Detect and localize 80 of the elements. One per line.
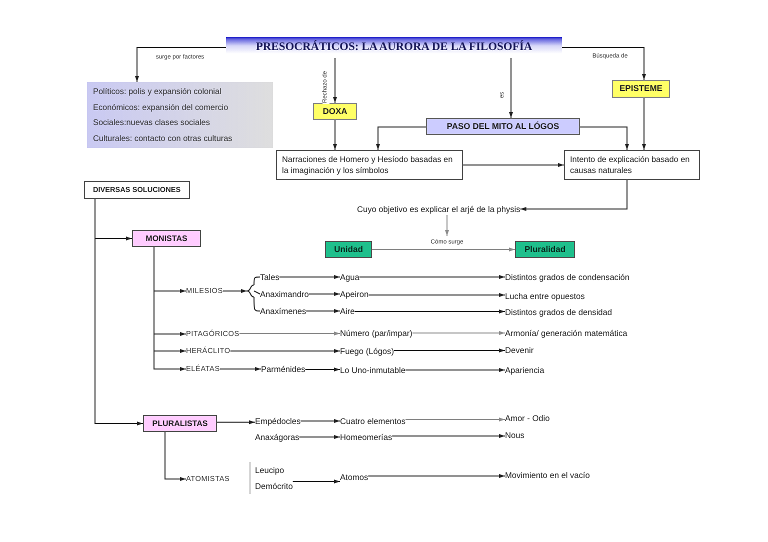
term-label: Atomos bbox=[340, 471, 368, 483]
arrow bbox=[308, 292, 340, 296]
factor-text: Económicos: expansión del comercio bbox=[93, 102, 230, 114]
arrow bbox=[278, 275, 340, 279]
term-label: Fuego (Lógos) bbox=[340, 345, 394, 357]
factor-text: Políticos: polis y expansión colonial bbox=[93, 86, 222, 98]
term-label: Anaximandro bbox=[260, 288, 309, 300]
arrow bbox=[462, 163, 564, 167]
term-label: Demócrito bbox=[255, 480, 293, 492]
concept-box: EPISTEME bbox=[612, 80, 670, 98]
term-label: Movimiento en el vacío bbox=[505, 469, 590, 481]
term-label: Lucha entre opuestos bbox=[505, 290, 585, 302]
term-label: Apeiron bbox=[340, 288, 369, 300]
term-label: Apariencia bbox=[505, 364, 544, 376]
arrow bbox=[219, 367, 262, 371]
description-box: Narraciones de Homero y Hesíodo basadas en la imaginación y los símbolos bbox=[276, 150, 463, 180]
term-label: Nous bbox=[505, 429, 524, 441]
arrow bbox=[392, 434, 506, 438]
arrow bbox=[562, 47, 646, 80]
term-label: Amor - Odio bbox=[505, 412, 550, 424]
term-label: Aire bbox=[340, 305, 355, 317]
arrow bbox=[216, 420, 256, 424]
term-label: Parménides bbox=[261, 363, 306, 375]
arrow bbox=[405, 368, 506, 372]
factors-panel bbox=[87, 82, 273, 148]
term-label: Agua bbox=[340, 271, 360, 283]
arrow bbox=[520, 180, 628, 211]
category-box: PLURALISTAS bbox=[143, 415, 217, 432]
arrow bbox=[368, 293, 506, 297]
arrow bbox=[412, 331, 506, 335]
arrow bbox=[642, 98, 646, 150]
concept-box: Pluralidad bbox=[515, 241, 575, 258]
connector-line bbox=[254, 276, 260, 286]
term-label: Cuyo objetivo es explicar el arjé de la physis bbox=[357, 203, 520, 215]
arrow bbox=[94, 198, 144, 426]
term-label: Homeomerías bbox=[340, 431, 392, 443]
concept-box: Unidad bbox=[325, 241, 372, 258]
arrow bbox=[405, 418, 506, 422]
term-label: Distintos grados de densidad bbox=[505, 306, 612, 318]
arrow bbox=[304, 368, 340, 372]
concept-box: PASO DEL MITO AL LÓGOS bbox=[426, 118, 580, 135]
curly-brace bbox=[247, 285, 254, 297]
concept-box: DOXA bbox=[313, 103, 357, 120]
arrow bbox=[376, 126, 426, 150]
arrow bbox=[580, 126, 629, 150]
factor-text: Culturales: contacto con otras culturas bbox=[93, 132, 234, 144]
arrow bbox=[354, 310, 506, 314]
arrow bbox=[238, 332, 340, 336]
term-label: Armonía/ generación matemática bbox=[505, 327, 628, 339]
term-label: Leucipo bbox=[255, 464, 284, 476]
arrow bbox=[135, 47, 226, 82]
category-box: MONISTAS bbox=[132, 230, 201, 247]
arrow bbox=[298, 435, 340, 439]
term-label: Tales bbox=[260, 271, 280, 283]
arrow bbox=[372, 248, 516, 252]
connector-line bbox=[254, 296, 260, 312]
arrow bbox=[358, 275, 506, 279]
arrow bbox=[445, 214, 449, 236]
term-label: Devenir bbox=[505, 344, 534, 356]
arrow bbox=[222, 289, 248, 293]
connector-line bbox=[254, 290, 260, 294]
arrow bbox=[292, 480, 340, 484]
term-label: Anaxímenes bbox=[260, 305, 306, 317]
arrow bbox=[509, 58, 513, 118]
term-label: Empédocles bbox=[255, 415, 301, 427]
factor-text: Sociales:nuevas clases sociales bbox=[93, 117, 211, 129]
description-box: Intento de explicación basado en causas naturales bbox=[564, 150, 700, 180]
term-label: Distintos grados de condensación bbox=[505, 271, 630, 283]
term-label: Cuatro elementos bbox=[340, 415, 406, 427]
term-label: Lo Uno-inmutable bbox=[340, 364, 406, 376]
arrow bbox=[306, 309, 340, 313]
arrow bbox=[333, 120, 337, 150]
arrow bbox=[393, 348, 506, 352]
arrow bbox=[368, 474, 506, 478]
term-label: Anaxágoras bbox=[255, 431, 300, 443]
arrow bbox=[230, 349, 340, 353]
term-label: Número (par/impar) bbox=[340, 327, 412, 339]
arrow bbox=[300, 419, 340, 423]
arrow bbox=[333, 58, 337, 104]
arrow bbox=[164, 432, 186, 481]
